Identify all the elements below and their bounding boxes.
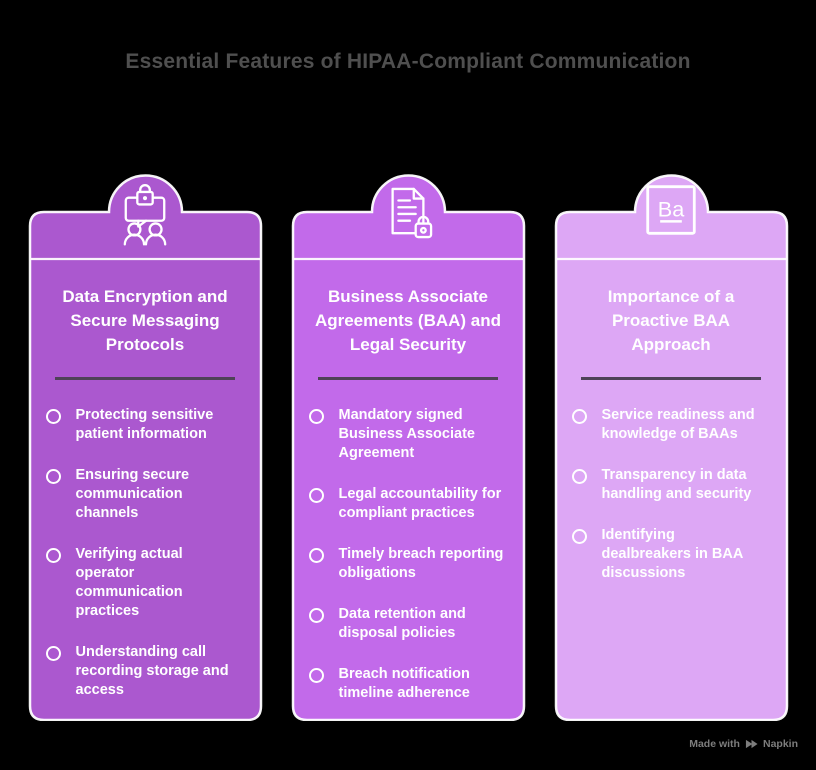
list-item: Mandatory signed Business Associate Agre… xyxy=(308,406,504,463)
list-item: Timely breach reporting obligations xyxy=(308,545,504,583)
bullet-text: Verifying actual operator communication … xyxy=(75,545,183,619)
list-item: Verifying actual operator communication … xyxy=(45,545,241,621)
list-item: Breach notification timeline adherence xyxy=(308,665,504,703)
svg-text:Ba: Ba xyxy=(658,197,685,222)
circle-bullet-icon xyxy=(308,547,324,563)
circle-bullet-icon xyxy=(45,468,61,484)
list-item: Protecting sensitive patient information xyxy=(45,406,241,444)
bullet-text: Service readiness and knowledge of BAAs xyxy=(601,406,755,442)
bullet-list: Mandatory signed Business Associate Agre… xyxy=(291,406,526,703)
card-shape xyxy=(291,174,525,721)
list-item: Identifying dealbreakers in BAA discussi… xyxy=(571,526,767,583)
circle-bullet-icon xyxy=(45,408,61,424)
card-content: Importance of a Proactive BAA Approach S… xyxy=(554,259,789,583)
card-title: Business Associate Agreements (BAA) and … xyxy=(314,287,502,354)
card-content: Business Associate Agreements (BAA) and … xyxy=(291,259,526,703)
circle-bullet-icon xyxy=(308,408,324,424)
list-item: Data retention and disposal policies xyxy=(308,605,504,643)
bullet-text: Understanding call recording storage and… xyxy=(75,643,229,698)
bullet-list: Protecting sensitive patient information… xyxy=(28,406,263,700)
circle-bullet-icon xyxy=(308,607,324,623)
bullet-text: Timely breach reporting obligations xyxy=(338,545,504,581)
cards-row: Data Encryption and Secure Messaging Pro… xyxy=(0,172,816,721)
list-item: Ensuring secure communication channels xyxy=(45,466,241,523)
list-item: Service readiness and knowledge of BAAs xyxy=(571,406,767,444)
card-content: Data Encryption and Secure Messaging Pro… xyxy=(28,259,263,700)
title-divider xyxy=(55,377,235,380)
bullet-text: Protecting sensitive patient information xyxy=(75,406,214,442)
circle-bullet-icon xyxy=(308,667,324,683)
card-title: Data Encryption and Secure Messaging Pro… xyxy=(62,287,228,354)
list-item: Understanding call recording storage and… xyxy=(45,643,241,700)
circle-bullet-icon xyxy=(571,468,587,484)
bullet-text: Legal accountability for compliant pract… xyxy=(338,485,502,521)
bullet-text: Ensuring secure communication channels xyxy=(75,466,190,521)
card-data-encryption: Data Encryption and Secure Messaging Pro… xyxy=(28,172,263,721)
made-with-napkin-credit: Made with Napkin xyxy=(689,738,798,750)
bullet-text: Identifying dealbreakers in BAA discussi… xyxy=(601,526,743,581)
chat-lock-people-icon xyxy=(120,184,170,246)
circle-bullet-icon xyxy=(571,408,587,424)
bullet-text: Data retention and disposal policies xyxy=(338,605,466,641)
card-proactive-baa: Ba Importance of a Proactive BAA Approac… xyxy=(554,172,789,721)
title-divider xyxy=(318,377,498,380)
circle-bullet-icon xyxy=(571,528,587,544)
circle-bullet-icon xyxy=(308,487,324,503)
card-shape xyxy=(554,174,788,721)
bullet-list: Service readiness and knowledge of BAAs … xyxy=(554,406,789,583)
document-lock-icon xyxy=(383,184,433,242)
infographic-canvas: { "page": { "background": "#000000" }, "… xyxy=(0,50,816,770)
list-item: Legal accountability for compliant pract… xyxy=(308,485,504,523)
bullet-text: Breach notification timeline adherence xyxy=(338,665,470,701)
card-baa-legal-security: Business Associate Agreements (BAA) and … xyxy=(291,172,526,721)
made-with-label: Made with xyxy=(689,738,740,750)
napkin-logo-icon xyxy=(745,739,758,749)
bullet-text: Mandatory signed Business Associate Agre… xyxy=(338,406,475,461)
bullet-text: Transparency in data handling and securi… xyxy=(601,466,752,502)
circle-bullet-icon xyxy=(45,645,61,661)
circle-bullet-icon xyxy=(45,547,61,563)
card-title: Importance of a Proactive BAA Approach xyxy=(607,287,735,354)
napkin-brand-label: Napkin xyxy=(762,738,798,750)
ba-element-icon: Ba xyxy=(645,184,697,236)
page-title: Essential Features of HIPAA-Compliant Co… xyxy=(125,50,691,73)
title-divider xyxy=(581,377,761,380)
list-item: Transparency in data handling and securi… xyxy=(571,466,767,504)
